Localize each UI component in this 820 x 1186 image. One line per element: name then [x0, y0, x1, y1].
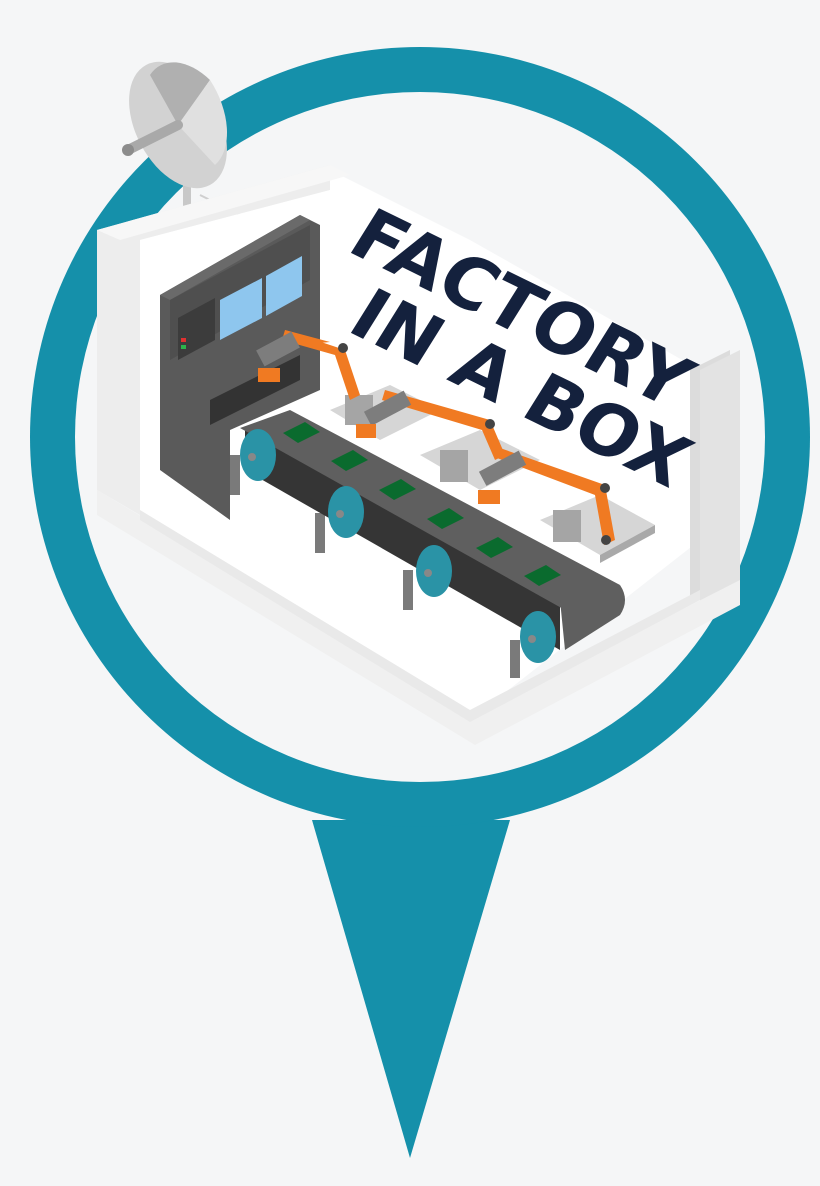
screen-left	[220, 278, 262, 340]
circuit-board-icon	[283, 422, 561, 586]
roller	[240, 429, 276, 481]
keypad	[178, 298, 215, 360]
roller	[328, 486, 364, 538]
robot-arm-icon	[256, 330, 615, 545]
roller	[416, 545, 452, 597]
control-machine-icon	[160, 215, 320, 520]
screen-right	[266, 256, 302, 316]
roller	[520, 611, 556, 663]
